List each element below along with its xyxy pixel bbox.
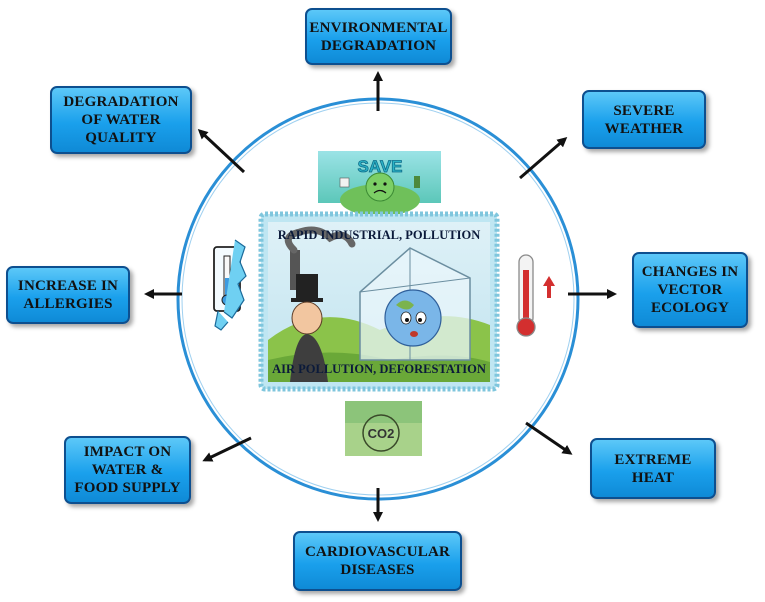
save-earth-picture: SAVE: [318, 151, 441, 216]
arrow-severe-weather: [519, 137, 568, 180]
save-earth-label: SAVE: [357, 157, 402, 176]
effect-impact-on-water-food: IMPACT ON WATER & FOOD SUPPLY: [64, 436, 191, 504]
co2-label: CO2: [368, 426, 395, 441]
effect-degradation-of-water-quality: DEGRADATION OF WATER QUALITY: [50, 86, 192, 154]
effect-label: EXTREME HEAT: [614, 451, 692, 486]
effect-label: CARDIOVASCULAR DISEASES: [304, 544, 451, 578]
effect-environmental-degradation: ENVIRONMENTAL DEGRADATION: [305, 8, 452, 65]
effect-label: CHANGES IN VECTOR ECOLOGY: [641, 264, 739, 316]
effect-label: DEGRADATION OF WATER QUALITY: [63, 94, 179, 146]
effect-label: ENVIRONMENTAL DEGRADATION: [309, 19, 448, 54]
co2-picture: CO2: [345, 401, 422, 456]
center-bottom-caption: AIR POLLUTION, DEFORESTATION: [272, 362, 486, 376]
effect-label: SEVERE WEATHER: [604, 102, 684, 137]
effect-extreme-heat: EXTREME HEAT: [590, 438, 716, 499]
hot-thermometer-icon: [516, 254, 555, 337]
effect-label: INCREASE IN ALLERGIES: [17, 278, 119, 312]
central-picture-frame: [258, 211, 500, 392]
effect-increase-in-allergies: INCREASE IN ALLERGIES: [6, 266, 130, 324]
arrow-degradation-of-water-quality: [197, 128, 246, 174]
effect-cardiovascular-diseases: CARDIOVASCULAR DISEASES: [293, 531, 462, 591]
arrow-extreme-heat: [525, 421, 573, 455]
effect-label: IMPACT ON WATER & FOOD SUPPLY: [74, 444, 181, 496]
arrow-impact-on-water-food: [202, 436, 252, 462]
cold-thermometer-icon: [213, 239, 247, 331]
effect-changes-in-vector-ecology: CHANGES IN VECTOR ECOLOGY: [632, 252, 748, 328]
effect-severe-weather: SEVERE WEATHER: [582, 90, 706, 149]
center-top-caption: RAPID INDUSTRIAL, POLLUTION: [277, 228, 481, 242]
